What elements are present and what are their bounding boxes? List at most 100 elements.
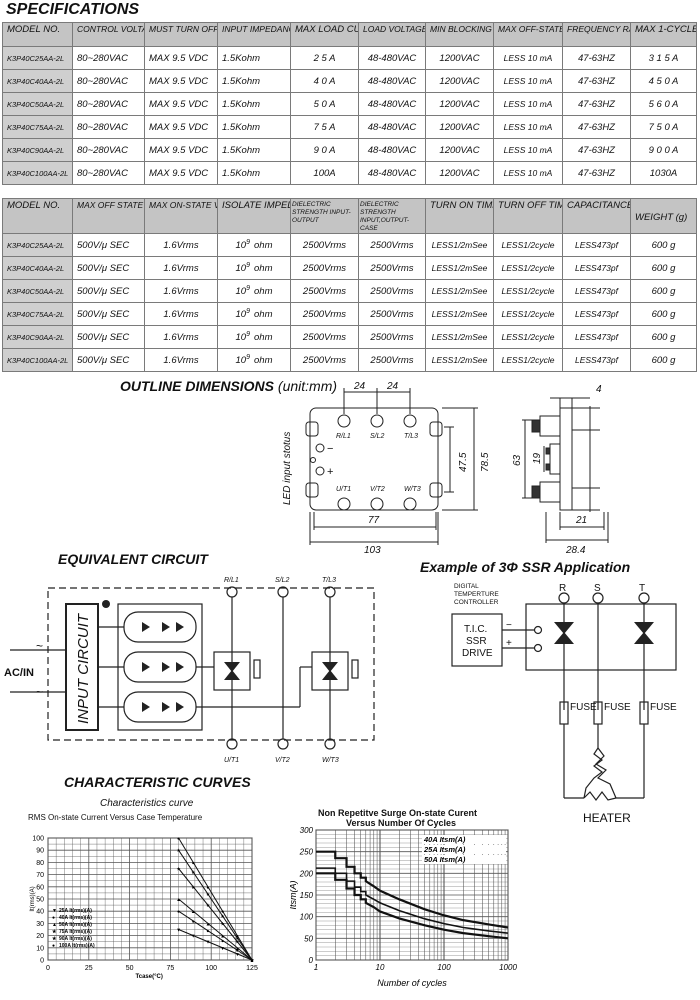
table-header-cell: TURN OFF TIME [493,198,563,234]
y-tick-label: 70 [36,872,44,879]
table-header-cell: MAX ON-STATE VOLTAGE DROP [144,198,218,234]
model-cell: K3P40C25AA-2L [2,233,73,257]
x-tick-label: 125 [246,965,258,972]
outline-title-text: OUTLINE DIMENSIONS [120,378,275,394]
screw-t [403,414,417,428]
table-cell: LESS473pf [562,279,631,303]
legend-entry: 50A Itsm(A) [424,855,466,864]
table-cell: LESS 10 mA [493,46,563,70]
chart2-title: Non Repetitve Surge On-state Curent [318,808,478,818]
dim-24a: 24 [353,381,366,392]
y-tick-label: 50 [36,897,44,904]
legend-marker: ★ [52,936,57,942]
table-cell: 48-480VAC [358,138,426,162]
table-cell: 1.5Kohm [217,92,291,116]
table-cell: LESS1/2cycle [493,325,563,349]
table-cell: LESS473pf [562,325,631,349]
x-tick-label: 50 [126,965,134,972]
table-cell: 1.5Kohm [217,46,291,70]
fuse-label-2: FUSE [604,702,631,713]
dim-21: 21 [575,515,587,526]
table-cell: LESS473pf [562,256,631,280]
outline-title: OUTLINE DIMENSIONS (unit:mm) [120,378,337,394]
table-cell: LESS 10 mA [493,138,563,162]
data-point: ● [192,860,195,866]
legend-bg [422,845,506,854]
table-cell: LESS1/2mSee [425,256,494,280]
legend-bg [422,855,506,864]
table-cell: 1200VAC [425,46,494,70]
y-tick-label: 200 [299,869,314,878]
spec-table-2: MODEL NO.MAX OFF STATE dv/dtMAX ON-STATE… [2,198,697,372]
circuit-boundary [47,587,375,741]
table-cell: LESS 10 mA [493,161,563,185]
impedance-unit: ohm [254,240,273,252]
table-header-cell: INPUT IMPEDANCE [217,22,291,47]
input-screw-plus [315,466,325,476]
table-cell: LESS1/2mSee [425,302,494,326]
data-point: ★ [206,892,211,898]
outline-drawing: R/L1 S/L2 T/L3 U/T1 V/T2 W/T3 − + LED in… [282,381,609,556]
table-cell: 2500Vrms [290,325,359,349]
table-cell: 500V/μ SEC [72,302,145,326]
table-cell: LESS1/2cycle [493,233,563,257]
ac-tilde-top: ~ [36,639,43,653]
table-cell: 600 g [630,256,697,280]
table-cell: 80~280VAC [72,69,145,93]
data-point: ▼ [220,946,225,952]
legend-entry: 40A Itsm(A) [423,835,466,844]
legend-entry: 25A It(rms)(A) [59,908,92,914]
impedance-base: 10 [235,263,247,275]
data-point: ● [177,836,180,842]
table-cell: 600 g [630,302,697,326]
ssr-drive-box [451,613,503,667]
y-tick-label: 0 [40,958,44,965]
acin-label: AC/IN [4,667,34,679]
table-cell: 1200VAC [425,92,494,116]
data-point: ★ [250,958,255,964]
phase-t: T [639,583,645,594]
x-tick-label: 100 [437,963,451,972]
x-axis-label: Tcase(°C) [136,974,163,980]
drive-plus: + [506,638,512,649]
table-cell: 500V/μ SEC [72,348,145,372]
table-cell: 48-480VAC [358,92,426,116]
screw-u [337,497,351,511]
y-tick-label: 60 [36,884,44,891]
series-line [178,837,253,961]
model-cell: K3P40C75AA-2L [2,115,73,139]
drive-label-2: SSR [466,636,487,647]
x-tick-label: 0 [46,965,50,972]
outline-unit: (unit:mm) [277,378,338,394]
table-cell: 2500Vrms [358,279,426,303]
table-header-row: MODEL NO.MAX OFF STATE dv/dtMAX ON-STATE… [2,198,697,234]
screw-r [337,414,351,428]
table-cell: 500V/μ SEC [72,279,145,303]
data-point: ● [177,909,180,915]
series-line [316,850,509,929]
data-point: ★ [250,958,255,964]
series-line [178,910,253,961]
term-label-u: U/T1 [336,486,351,493]
data-point: ▼ [205,940,210,946]
dim-77: 77 [368,515,380,526]
impedance-exponent: 9 [246,307,250,315]
impedance-exponent: 9 [246,330,250,338]
table-cell: LESS1/2mSee [425,279,494,303]
phase-r: R [559,583,566,594]
table-cell: 500V/μ SEC [72,256,145,280]
table-cell: LESS1/2cycle [493,302,563,326]
term-label-r: R/L1 [336,433,351,440]
table-header-cell: LOAD VOLTAGE RANGE [358,22,426,47]
model-cell: K3P40C100AA-2L [2,161,73,185]
legend-entry: 75A It(rms)(A) [59,929,92,935]
data-point: ▲ [205,921,210,927]
input-minus-label: − [327,443,333,455]
data-point: ▲ [250,958,255,964]
table-cell: 1.6Vrms [144,325,218,349]
mount-slot-br [429,482,443,498]
impedance-base: 10 [235,309,247,321]
dim-4: 4 [596,384,602,395]
